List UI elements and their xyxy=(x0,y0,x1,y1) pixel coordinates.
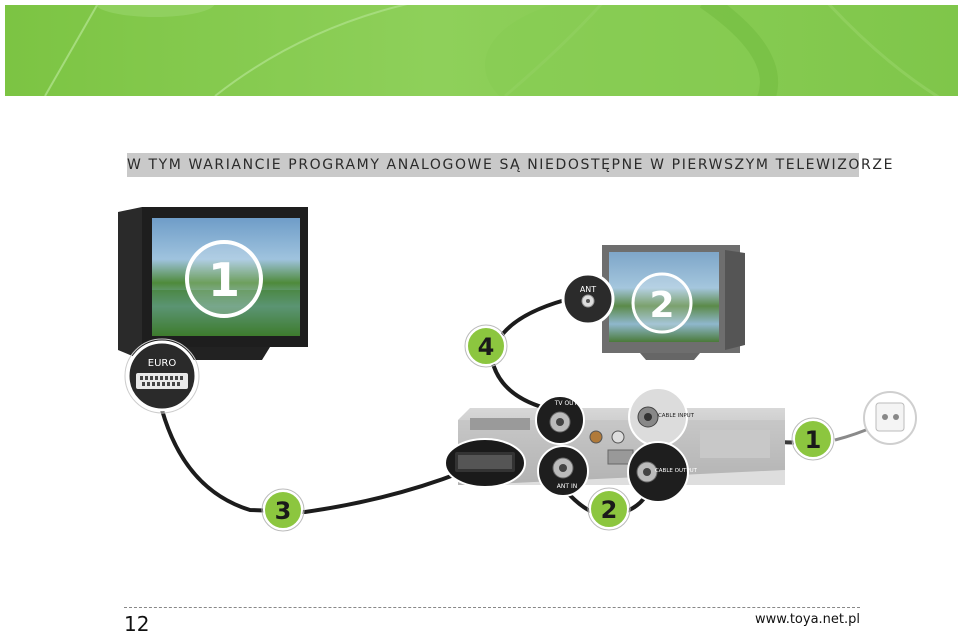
wall-socket xyxy=(863,391,917,445)
tv2: 2 xyxy=(602,245,745,360)
step-4-number: 4 xyxy=(478,333,495,361)
tv-out-label: TV OUT xyxy=(554,400,578,407)
euro-label: EURO xyxy=(148,358,177,369)
cable-output-label: CABLE OUTPUT xyxy=(655,468,698,474)
cable-input-port: CABLE INPUT xyxy=(628,387,695,447)
diagram-subtitle: W TYM WARIANCIE PROGRAMY ANALOGOWE SĄ NI… xyxy=(127,153,892,177)
ant-in-port: ANT IN xyxy=(537,445,589,497)
step-badge-1: 1 xyxy=(791,417,835,461)
page-number: 12 xyxy=(124,612,150,636)
cable-input-label: CABLE INPUT xyxy=(658,413,695,419)
tv1-badge: 1 xyxy=(208,253,240,307)
cable-euro-to-stb xyxy=(160,409,463,515)
step-2-number: 2 xyxy=(601,496,618,524)
euro-connector: EURO xyxy=(124,338,200,414)
footer-divider xyxy=(124,607,860,608)
step-badge-4: 4 xyxy=(464,324,508,368)
ant-connector: ANT xyxy=(561,272,615,326)
website-link[interactable]: www.toya.net.pl xyxy=(754,612,860,627)
cable-output-port: CABLE OUTPUT xyxy=(627,441,698,503)
step-badge-3: 3 xyxy=(261,488,305,532)
step-1-number: 1 xyxy=(805,426,822,454)
banner-decoration xyxy=(44,5,940,96)
tv1: 1 xyxy=(118,207,308,360)
header-banner xyxy=(5,5,958,96)
tv-out-port: TV OUT xyxy=(535,395,585,445)
ant-in-label: ANT IN xyxy=(557,483,577,490)
scart-port xyxy=(444,438,526,488)
step-3-number: 3 xyxy=(275,497,292,525)
step-badge-2: 2 xyxy=(587,487,631,531)
connection-diagram: 1 EURO 2 ANT xyxy=(118,207,917,532)
tv2-badge: 2 xyxy=(649,285,674,326)
ant-label: ANT xyxy=(580,285,596,294)
